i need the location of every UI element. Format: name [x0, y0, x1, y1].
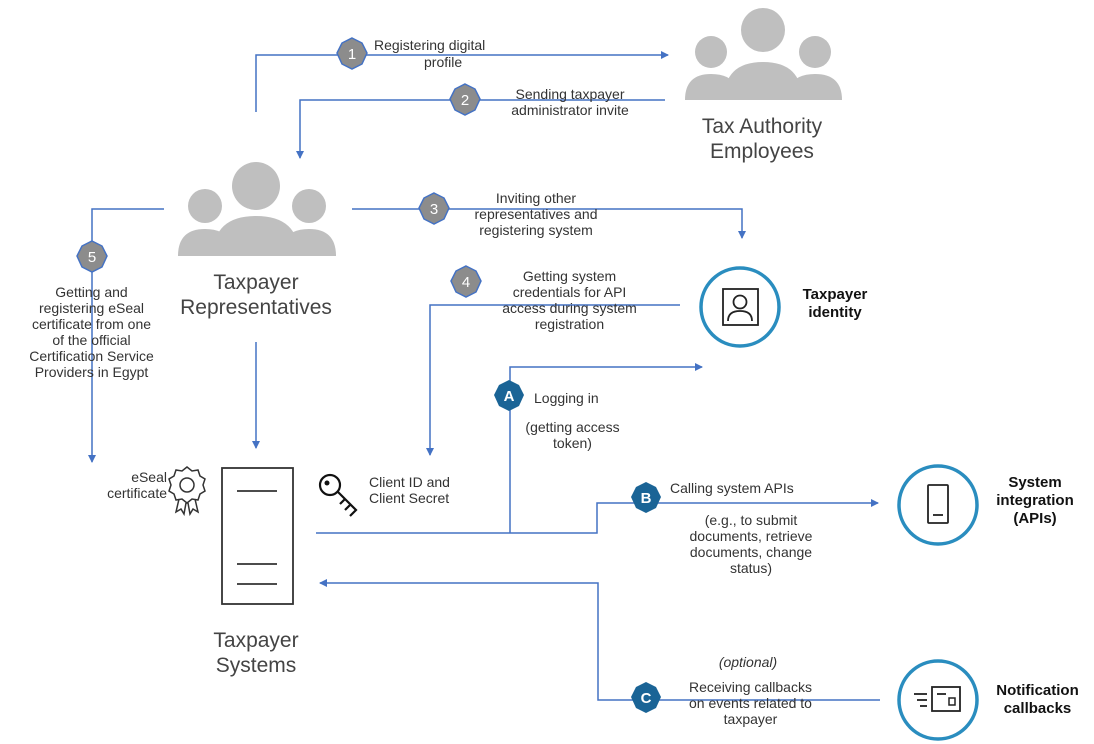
notification-callbacks-icon [897, 659, 979, 741]
svg-text:A: A [504, 388, 515, 405]
eseal-certificate-label: eSeal certificate [107, 469, 167, 501]
arrow-step-2 [296, 99, 665, 159]
step-badges: 1 2 3 4 5 A B C [76, 37, 661, 713]
taxpayer-systems-label: Taxpayer Systems [213, 629, 299, 677]
step-c-optional: (optional) [718, 654, 778, 670]
notification-callbacks-label: Notification callbacks [996, 682, 1079, 717]
connectors [88, 51, 880, 701]
step-badge-4: 4 [450, 265, 482, 298]
arrow-step-5 [88, 208, 164, 463]
step-c-text: Receiving callbacks on events related to… [689, 679, 812, 727]
step-badge-b: B [631, 482, 661, 513]
step-badge-2: 2 [449, 83, 481, 116]
svg-text:B: B [641, 490, 652, 507]
taxpayer-representatives-people-icon [178, 162, 336, 256]
tax-authority-label: Tax Authority Employees [701, 115, 823, 163]
svg-text:C: C [641, 690, 652, 707]
arrow-step-3 [352, 208, 746, 239]
step-3-text: Inviting other representatives and regis… [474, 190, 598, 238]
arrow-step-4 [426, 304, 680, 456]
eseal-certificate-icon [168, 466, 206, 517]
step-4-text: Getting system credentials for API acces… [502, 268, 637, 332]
step-badge-c: C [631, 682, 661, 713]
svg-text:2: 2 [461, 92, 469, 109]
svg-text:3: 3 [430, 201, 438, 218]
step-b-subtext: (e.g., to submit documents, retrieve doc… [689, 512, 813, 576]
step-badge-3: 3 [418, 192, 450, 225]
server-icon [221, 467, 294, 605]
step-1-text: Registering digital profile [374, 37, 486, 70]
svg-text:1: 1 [348, 46, 356, 63]
step-badge-1: 1 [336, 37, 368, 70]
step-badge-a: A [494, 380, 524, 411]
step-b-text: Calling system APIs [670, 480, 794, 496]
step-5-text: Getting and registering eSeal certificat… [29, 284, 154, 380]
taxpayer-identity-label: Taxpayer identity [802, 286, 868, 321]
svg-text:4: 4 [462, 274, 470, 291]
step-a-text: Logging in [534, 390, 599, 406]
arrow-step-c [319, 579, 880, 701]
arrow-step-1 [255, 51, 669, 112]
step-a-subtext: (getting access token) [525, 419, 620, 451]
system-integration-icon [897, 464, 979, 546]
tax-authority-people-icon [685, 8, 842, 100]
client-credentials-label: Client ID and Client Secret [369, 474, 450, 506]
key-icon [318, 473, 358, 517]
taxpayer-representatives-label: Taxpayer Representatives [180, 271, 332, 319]
svg-text:5: 5 [88, 249, 96, 266]
arrow-step-b [510, 499, 879, 534]
step-2-text: Sending taxpayer administrator invite [511, 86, 629, 118]
step-badge-5: 5 [76, 240, 108, 273]
arrow-step-a [509, 363, 703, 533]
taxpayer-identity-icon [699, 266, 781, 348]
system-integration-label: System integration (APIs) [996, 474, 1074, 527]
